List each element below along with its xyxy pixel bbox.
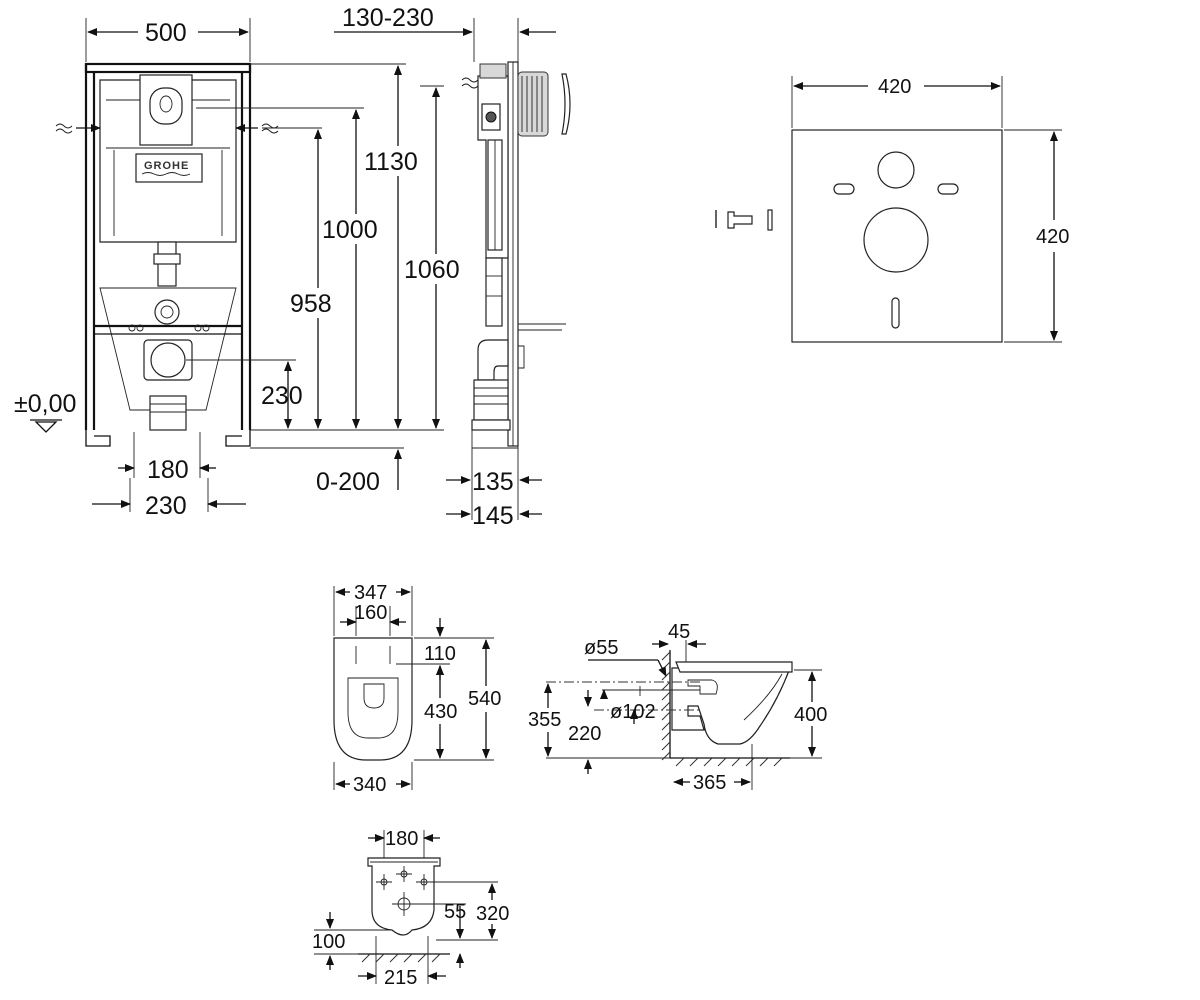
- frame-side-view: 130-230 135 145: [334, 4, 571, 530]
- dim-foot-180: 180: [147, 456, 189, 484]
- dim-height-958: 958: [290, 290, 332, 318]
- dim-floor-range: 0-200: [316, 468, 380, 496]
- dim-inlet-55: ø55: [584, 637, 618, 659]
- dim-wall-offset-45: 45: [668, 621, 690, 643]
- dim-outlet-102: ø102: [610, 701, 656, 723]
- dim-depth-130-230: 130-230: [342, 4, 434, 32]
- dim-hole-spacing-160: 160: [354, 602, 387, 624]
- dim-toilet-width-340: 340: [353, 774, 386, 796]
- dim-height-1130: 1130: [364, 148, 418, 176]
- dim-height-100: 100: [312, 931, 345, 953]
- toilet-top-view: 347 160 340 110 430 540: [333, 582, 508, 796]
- dim-height-220: 220: [568, 723, 601, 745]
- dim-depth-145: 145: [472, 502, 514, 530]
- dim-foot-230: 230: [145, 492, 187, 520]
- dim-inner-length-430: 430: [424, 701, 457, 723]
- dim-height-230: 230: [261, 382, 303, 410]
- dim-toilet-width-347: 347: [354, 582, 387, 604]
- dim-projection-365: 365: [693, 772, 726, 794]
- dim-height-355: 355: [528, 709, 561, 731]
- grohe-logo: GROHE: [144, 160, 189, 172]
- sound-pad-view: 420 420: [715, 76, 1069, 343]
- dim-height-400: 400: [794, 704, 827, 726]
- dim-width-500: 500: [145, 19, 187, 47]
- dim-height-1060: 1060: [404, 256, 460, 284]
- dim-length-540: 540: [468, 688, 501, 710]
- dim-base-width-215: 215: [384, 967, 417, 989]
- toilet-rear-view: 180 55 320 100 215: [312, 828, 518, 989]
- dim-height-320: 320: [476, 903, 509, 925]
- dim-offset-110: 110: [424, 643, 456, 665]
- toilet-side-view: ø55 45 ø102 355 220 400 365: [528, 621, 834, 794]
- dim-depth-135: 135: [472, 468, 514, 496]
- dim-bolt-spacing-180: 180: [385, 828, 418, 850]
- dim-floor-level: ±0,00: [14, 390, 76, 418]
- dim-height-55: 55: [444, 901, 466, 923]
- dim-pad-width: 420: [878, 76, 911, 98]
- dim-height-1000: 1000: [322, 216, 378, 244]
- frame-front-view: GROHE 500 ±0,00: [14, 18, 466, 520]
- dim-pad-height: 420: [1036, 226, 1069, 248]
